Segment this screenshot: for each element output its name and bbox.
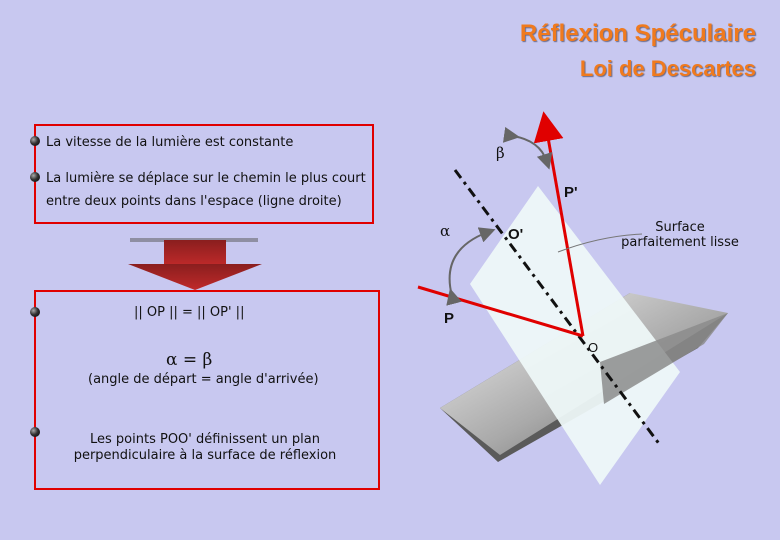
incidence-plane bbox=[470, 186, 680, 485]
surface-label-line2: parfaitement lisse bbox=[621, 235, 739, 250]
angle-equation: α = β bbox=[166, 350, 213, 370]
bullet-icon bbox=[30, 136, 40, 146]
down-arrow-icon bbox=[128, 238, 262, 290]
plane-statement-line1: Les points POO' définissent un plan bbox=[90, 432, 320, 447]
point-p-prime-label: P' bbox=[564, 184, 578, 201]
principle-speed: La vitesse de la lumière est constante bbox=[46, 135, 294, 150]
beta-arc bbox=[502, 126, 553, 170]
surface-pointer bbox=[557, 233, 643, 253]
point-p-label: P bbox=[444, 310, 455, 327]
bullet-icon bbox=[30, 172, 40, 182]
beta-label: β bbox=[496, 144, 505, 162]
point-o-label: O bbox=[588, 340, 599, 355]
incident-ray bbox=[417, 285, 584, 338]
normal-line bbox=[453, 169, 662, 446]
point-o-prime-label: O' bbox=[508, 226, 524, 243]
law-box bbox=[34, 290, 380, 490]
principle-path-line2: entre deux points dans l'espace (ligne d… bbox=[46, 194, 342, 209]
plane-statement-line2: perpendiculaire à la surface de réflexio… bbox=[73, 448, 337, 463]
alpha-label: α bbox=[440, 222, 451, 240]
surface-label-line1: Surface bbox=[655, 220, 705, 235]
bullet-icon bbox=[30, 307, 40, 317]
mirror-front bbox=[600, 313, 728, 404]
principle-path-line1: La lumière se déplace sur le chemin le p… bbox=[46, 171, 366, 186]
norm-equation: || OP || = || OP' || bbox=[134, 305, 245, 320]
page-subtitle: Loi de Descartes bbox=[579, 56, 756, 81]
alpha-arc bbox=[446, 227, 496, 306]
angle-note: (angle de départ = angle d'arrivée) bbox=[88, 372, 319, 387]
page-title: Réflexion Spéculaire bbox=[519, 20, 756, 47]
bullet-icon bbox=[30, 427, 40, 437]
